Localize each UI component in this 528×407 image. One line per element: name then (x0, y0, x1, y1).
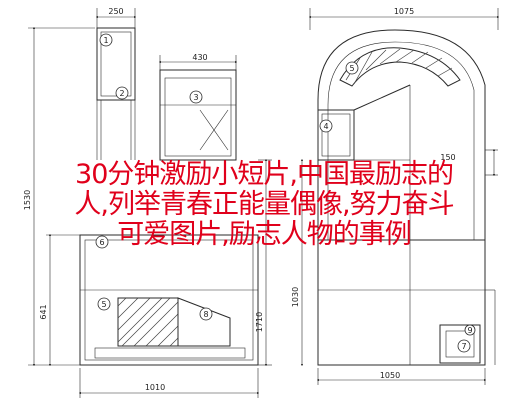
hatched-area (117, 297, 179, 347)
callout-7: 7 (457, 339, 471, 353)
dim-right-150: 150 (440, 153, 455, 162)
dim-top-mid: 430 (192, 53, 207, 62)
dim-bottom-right: 1050 (380, 371, 400, 380)
dim-left-lower: 641 (39, 304, 48, 319)
dim-bottom-mid: 1010 (145, 383, 165, 392)
dim-left-height: 1530 (23, 190, 32, 210)
hood-hatching (345, 48, 453, 85)
right-side-view: 1075 150 (291, 7, 500, 385)
svg-text:9: 9 (467, 326, 472, 335)
dim-top-right: 1075 (394, 7, 414, 16)
svg-text:3: 3 (193, 93, 198, 102)
svg-text:2: 2 (119, 89, 124, 98)
callout-4: 4 (319, 119, 333, 133)
callout-3: 3 (189, 90, 203, 104)
caption-line-1: 30分钟激励小短片,中国最励志的 (75, 159, 454, 190)
caption-line-2: 人,列举青春正能量偶像,努力奋斗 (74, 189, 454, 220)
callout-5-right: 5 (345, 61, 359, 75)
svg-text:4: 4 (323, 122, 328, 131)
callout-1: 1 (99, 33, 113, 47)
callout-8: 8 (199, 307, 213, 321)
dim-center-height: 1030 (291, 287, 300, 307)
svg-text:7: 7 (461, 342, 466, 351)
overlay-caption: 30分钟激励小短片,中国最励志的 人,列举青春正能量偶像,努力奋斗 可爱图片,励… (8, 160, 520, 250)
svg-text:6: 6 (99, 238, 104, 247)
svg-text:5: 5 (349, 64, 354, 73)
callout-5-left: 5 (97, 297, 111, 311)
callout-2: 2 (115, 86, 129, 100)
caption-line-3: 可爱图片,励志人物的事例 (117, 219, 412, 250)
dim-top-left: 250 (108, 7, 123, 16)
left-elevation-view: 250 430 (23, 7, 272, 398)
svg-text:1: 1 (103, 36, 108, 45)
dim-right-mid: 1710 (255, 312, 264, 332)
svg-text:5: 5 (101, 300, 106, 309)
svg-text:8: 8 (203, 310, 208, 319)
callout-9: 9 (464, 324, 476, 336)
callout-6: 6 (95, 235, 109, 249)
